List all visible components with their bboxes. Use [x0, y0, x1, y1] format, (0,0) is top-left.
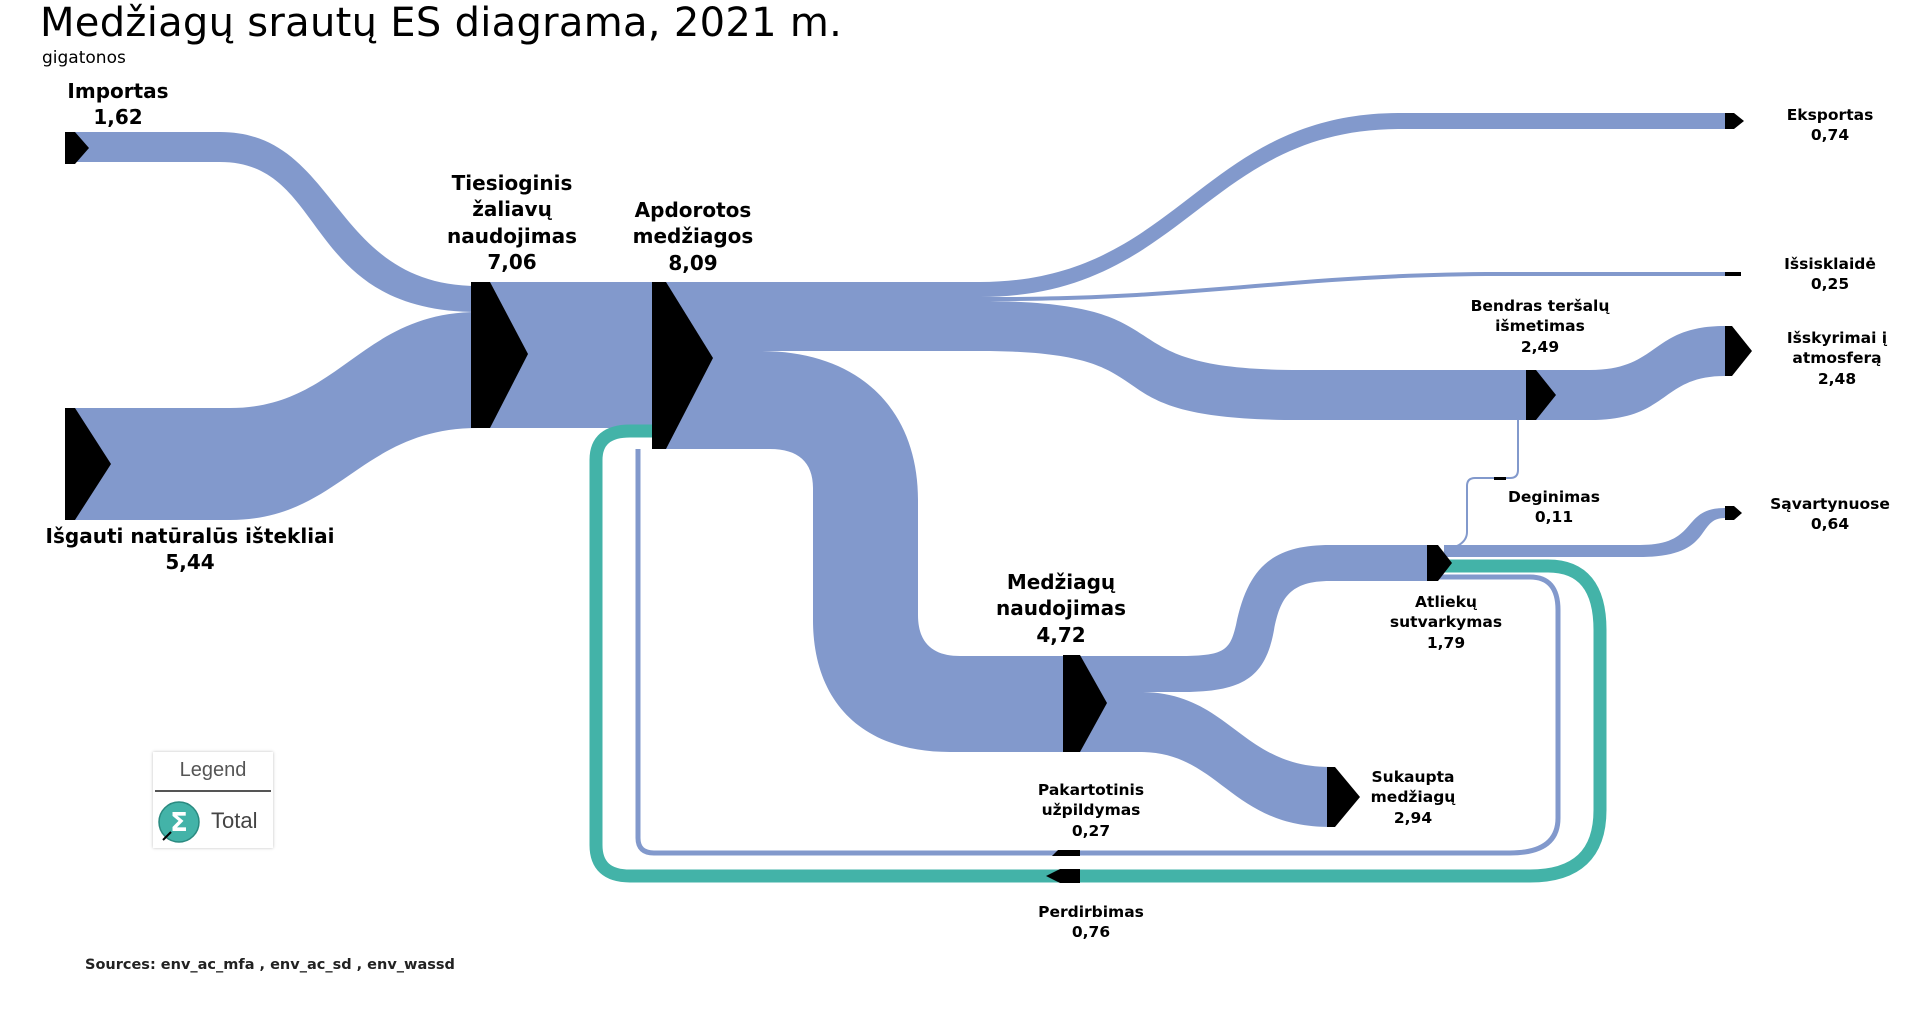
label-isgauti-value: 5,44 — [165, 550, 215, 575]
label-issisklaide-name: Išsisklaidė — [1784, 255, 1876, 273]
label-deginimas-name: Deginimas — [1508, 488, 1600, 506]
flow-pakartotinis-uzpildymas — [635, 449, 1561, 856]
flow-importas-to-tiesioginis — [75, 132, 478, 312]
label-bendras-value: 2,49 — [1520, 337, 1560, 356]
label-medziagu-naudojimas-value: 4,72 — [1036, 622, 1086, 647]
legend-title: Legend — [179, 759, 247, 781]
label-deginimas-value: 0,11 — [1534, 508, 1574, 527]
label-sukaupta-l2: medžiagų — [1370, 788, 1456, 807]
legend-divider — [155, 790, 271, 792]
node-tiesioginis — [471, 282, 528, 428]
label-isskyrimai-l2: atmosferą — [1792, 349, 1882, 368]
label-pakartotinis-l1: Pakartotinis — [1037, 781, 1145, 799]
svg-text:Σ: Σ — [170, 808, 188, 838]
node-isskyrimai — [1725, 326, 1752, 376]
label-pakartotinis-value: 0,27 — [1071, 821, 1111, 840]
flows — [75, 113, 1728, 827]
flow-bendras-to-isskyrimai — [1535, 326, 1725, 420]
label-issisklaide: Išsisklaidė 0,25 — [1770, 254, 1890, 295]
flow-perdirbimas — [589, 424, 1607, 883]
node-apdorotos — [652, 282, 713, 449]
label-apdorotos-l2: medžiagos — [632, 224, 754, 249]
label-isgauti-name: Išgauti natūralūs ištekliai — [45, 524, 335, 548]
flow-atlieku-to-savartynuose — [1444, 508, 1725, 557]
unit-label: gigatonos — [42, 48, 126, 68]
sigma-icon: Σ — [158, 801, 200, 843]
node-sukaupta — [1327, 767, 1360, 827]
legend[interactable]: Legend Σ Total — [153, 752, 273, 848]
label-medziagu-naudojimas-l1: Medžiagų — [1006, 570, 1116, 594]
label-apdorotos-l1: Apdorotos — [634, 198, 752, 222]
node-importas — [65, 132, 89, 164]
label-sukaupta-value: 2,94 — [1393, 808, 1433, 827]
legend-item-total: Total — [211, 808, 258, 833]
sources-note: Sources: env_ac_mfa , env_ac_sd , env_wa… — [85, 957, 455, 973]
label-perdirbimas: Perdirbimas 0,76 — [1026, 902, 1156, 943]
label-atlieku-value: 1,79 — [1426, 633, 1466, 652]
label-apdorotos: Apdorotos medžiagos 8,09 — [613, 197, 773, 276]
label-importas-name: Importas — [67, 79, 169, 103]
label-isgauti: Išgauti natūralūs ištekliai 5,44 — [40, 523, 340, 576]
label-eksportas-name: Eksportas — [1786, 106, 1874, 124]
label-isskyrimai: Išskyrimai į atmosferą 2,48 — [1777, 328, 1897, 389]
label-savartynuose: Sąvartynuose 0,64 — [1765, 494, 1895, 535]
label-tiesioginis-l1: Tiesioginis — [451, 171, 573, 195]
flow-apdorotos-to-bendras — [652, 301, 1530, 420]
flow-bendras-to-deginimas — [1443, 420, 1519, 553]
label-sukaupta: Sukaupta medžiagų 2,94 — [1358, 767, 1468, 828]
node-perdirbimas — [1046, 869, 1080, 883]
label-importas: Importas 1,62 — [54, 78, 182, 131]
label-apdorotos-value: 8,09 — [668, 250, 718, 275]
label-tiesioginis-l2: žaliavų — [472, 197, 552, 222]
label-medziagu-naudojimas-l2: naudojimas — [996, 596, 1126, 621]
flow-apdorotos-to-eksportas — [652, 113, 1728, 297]
flow-apdorotos-to-issisklaide — [652, 272, 1728, 301]
label-tiesioginis-l3: naudojimas — [447, 223, 577, 248]
node-deginimas — [1494, 477, 1506, 480]
label-atlieku-l2: sutvarkymas — [1389, 613, 1503, 632]
label-deginimas: Deginimas 0,11 — [1494, 487, 1614, 528]
thin-flows — [635, 420, 1561, 856]
flow-medziagu-naudojimas-to-sukaupta — [1066, 692, 1330, 827]
label-issisklaide-value: 0,25 — [1810, 275, 1850, 294]
label-perdirbimas-name: Perdirbimas — [1038, 903, 1144, 921]
node-savartynuose — [1725, 506, 1742, 520]
label-bendras: Bendras teršalų išmetimas 2,49 — [1460, 296, 1620, 357]
node-isgauti — [65, 408, 111, 520]
label-sukaupta-l1: Sukaupta — [1371, 768, 1455, 786]
label-pakartotinis: Pakartotinis užpildymas 0,27 — [1026, 780, 1156, 841]
label-savartynuose-value: 0,64 — [1810, 515, 1850, 534]
label-bendras-l2: išmetimas — [1495, 317, 1585, 336]
label-bendras-l1: Bendras teršalų — [1470, 297, 1610, 315]
label-eksportas: Eksportas 0,74 — [1770, 105, 1890, 146]
label-atlieku: Atliekų sutvarkymas 1,79 — [1386, 592, 1506, 653]
label-pakartotinis-l2: užpildymas — [1041, 801, 1141, 820]
node-bendras — [1526, 370, 1556, 420]
label-atlieku-l1: Atliekų — [1415, 593, 1477, 611]
node-atlieku — [1427, 545, 1452, 581]
node-eksportas — [1725, 113, 1744, 129]
label-medziagu-naudojimas: Medžiagų naudojimas 4,72 — [986, 569, 1136, 648]
label-importas-value: 1,62 — [93, 105, 143, 130]
node-issisklaide — [1725, 272, 1741, 276]
page-title: Medžiagų srautų ES diagrama, 2021 m. — [40, 0, 843, 46]
flow-medziagu-naudojimas-to-atlieku — [1066, 545, 1430, 692]
nodes — [65, 113, 1752, 883]
node-pakartotinis — [1052, 850, 1080, 856]
label-perdirbimas-value: 0,76 — [1071, 923, 1111, 942]
label-savartynuose-name: Sąvartynuose — [1770, 495, 1890, 513]
label-isskyrimai-l1: Išskyrimai į — [1786, 329, 1888, 347]
flow-apdorotos-to-medziagu-naudojimas — [652, 351, 1066, 752]
label-tiesioginis-value: 7,06 — [487, 250, 537, 275]
label-eksportas-value: 0,74 — [1810, 126, 1850, 145]
flow-isgauti-to-tiesioginis — [75, 312, 478, 520]
node-medziagu-naudojimas — [1063, 655, 1107, 752]
label-tiesioginis: Tiesioginis žaliavų naudojimas 7,06 — [432, 170, 592, 276]
label-isskyrimai-value: 2,48 — [1817, 369, 1857, 388]
